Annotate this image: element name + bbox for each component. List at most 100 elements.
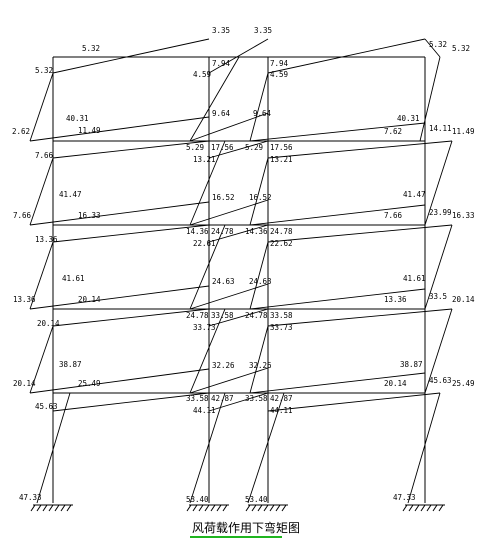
fixed-support-3 — [245, 504, 288, 512]
label: 33.58 — [270, 311, 293, 320]
label: 2.62 — [12, 127, 30, 136]
label: 13.36 — [384, 295, 407, 304]
label: 41.47 — [59, 190, 82, 199]
label: 33.58 — [186, 394, 209, 403]
moment-col-2-s1 — [189, 392, 226, 504]
moment-col-3-s6 — [249, 72, 269, 142]
label: 33.73 — [193, 323, 216, 332]
moment-beam-2d — [52, 392, 210, 412]
label: 20.14 — [78, 295, 101, 304]
label: 24.63 — [212, 277, 235, 286]
label: 7.94 — [270, 59, 289, 68]
moment-beam-6b — [208, 38, 269, 74]
moment-beam-3a — [29, 285, 210, 310]
moment-col-2-s6 — [189, 56, 240, 142]
moment-col-1-s3 — [29, 325, 54, 394]
label: 17.56 — [270, 143, 293, 152]
label: 14.11 — [429, 124, 452, 133]
label: 24.78 — [245, 311, 268, 320]
label: 32.26 — [212, 361, 235, 370]
moment-col-3-s4 — [249, 241, 269, 310]
label: 33.58 — [245, 394, 268, 403]
label: 7.62 — [384, 127, 402, 136]
label: 53.40 — [245, 495, 268, 504]
moment-col-2-s3 — [189, 308, 226, 394]
label: 41.47 — [403, 190, 426, 199]
moment-col-3-s1 — [247, 392, 285, 504]
label: 5.32 — [452, 44, 470, 53]
moment-col-2-s5 — [189, 140, 226, 226]
moment-lines — [29, 38, 453, 504]
label: 20.14 — [37, 319, 60, 328]
label: 13.36 — [13, 295, 36, 304]
moment-col-1-s6 — [29, 72, 54, 142]
label: 20.14 — [384, 379, 407, 388]
label: 11.49 — [452, 127, 475, 136]
label: 13.21 — [193, 155, 216, 164]
label: 41.61 — [403, 274, 426, 283]
label: 22.62 — [270, 239, 293, 248]
beams — [53, 56, 425, 394]
moment-labels: 3.35 3.35 5.32 5.32 7.94 4.59 7.94 4.59 … — [12, 26, 475, 504]
label: 11.49 — [78, 126, 101, 135]
moment-beam-3b — [189, 283, 269, 310]
moment-beam-4f — [267, 224, 453, 243]
fixed-supports — [30, 504, 445, 512]
label: 33.58 — [211, 311, 234, 320]
moment-beam-4a — [29, 201, 210, 226]
label: 14.36 — [245, 227, 268, 236]
label: 24.63 — [249, 277, 272, 286]
moment-col-4-s6 — [424, 38, 441, 58]
label: 7.66 — [35, 151, 54, 160]
label: 17.56 — [211, 143, 234, 152]
label: 9.64 — [253, 109, 272, 118]
moment-col-4-s4 — [424, 224, 453, 310]
label: 5.29 — [245, 143, 263, 152]
label: 47.33 — [393, 493, 416, 502]
moment-col-3-s3 — [249, 325, 269, 394]
label: 44.11 — [270, 406, 293, 415]
label: 9.64 — [212, 109, 231, 118]
moment-beam-5f — [267, 140, 453, 159]
fixed-support-2 — [186, 504, 229, 512]
label: 20.14 — [13, 379, 36, 388]
columns — [52, 57, 426, 503]
label: 25.49 — [452, 379, 475, 388]
label: 24.78 — [270, 227, 293, 236]
moment-col-4-s6b — [419, 56, 441, 142]
moment-beam-3d — [52, 308, 210, 327]
label: 5.32 — [82, 44, 100, 53]
label: 16.52 — [249, 193, 272, 202]
label: 4.59 — [270, 70, 288, 79]
moment-beam-3f — [267, 308, 453, 327]
moment-col-1-s1 — [36, 392, 71, 504]
label: 14.36 — [186, 227, 209, 236]
label: 16.33 — [78, 211, 101, 220]
moment-col-4-s3 — [424, 308, 453, 394]
moment-col-1-s5 — [29, 157, 54, 226]
label: 45.63 — [429, 376, 452, 385]
diagram-caption: 风荷载作用下弯矩图 — [192, 520, 300, 535]
moment-beam-5d — [52, 140, 210, 159]
label: 53.40 — [186, 495, 209, 504]
label: 5.32 — [429, 40, 447, 49]
moment-col-4-s1 — [407, 392, 441, 504]
moment-col-1-s4 — [29, 241, 54, 310]
moment-beam-5a — [29, 116, 210, 142]
label: 40.31 — [66, 114, 89, 123]
label: 33.73 — [270, 323, 293, 332]
label: 22.61 — [193, 239, 216, 248]
moment-beam-4d — [52, 224, 210, 243]
moment-beam-2e — [208, 392, 269, 412]
label: 7.66 — [384, 211, 403, 220]
frame — [52, 56, 426, 503]
fixed-support-4 — [402, 504, 445, 512]
moment-beam-6c — [267, 38, 426, 74]
label: 41.61 — [62, 274, 85, 283]
moment-beam-6a — [52, 38, 210, 74]
moment-beam-4c — [249, 204, 426, 226]
moment-beam-2c — [249, 372, 426, 394]
label: 24.78 — [186, 311, 209, 320]
fixed-support-1 — [30, 504, 73, 512]
label: 38.87 — [59, 360, 82, 369]
